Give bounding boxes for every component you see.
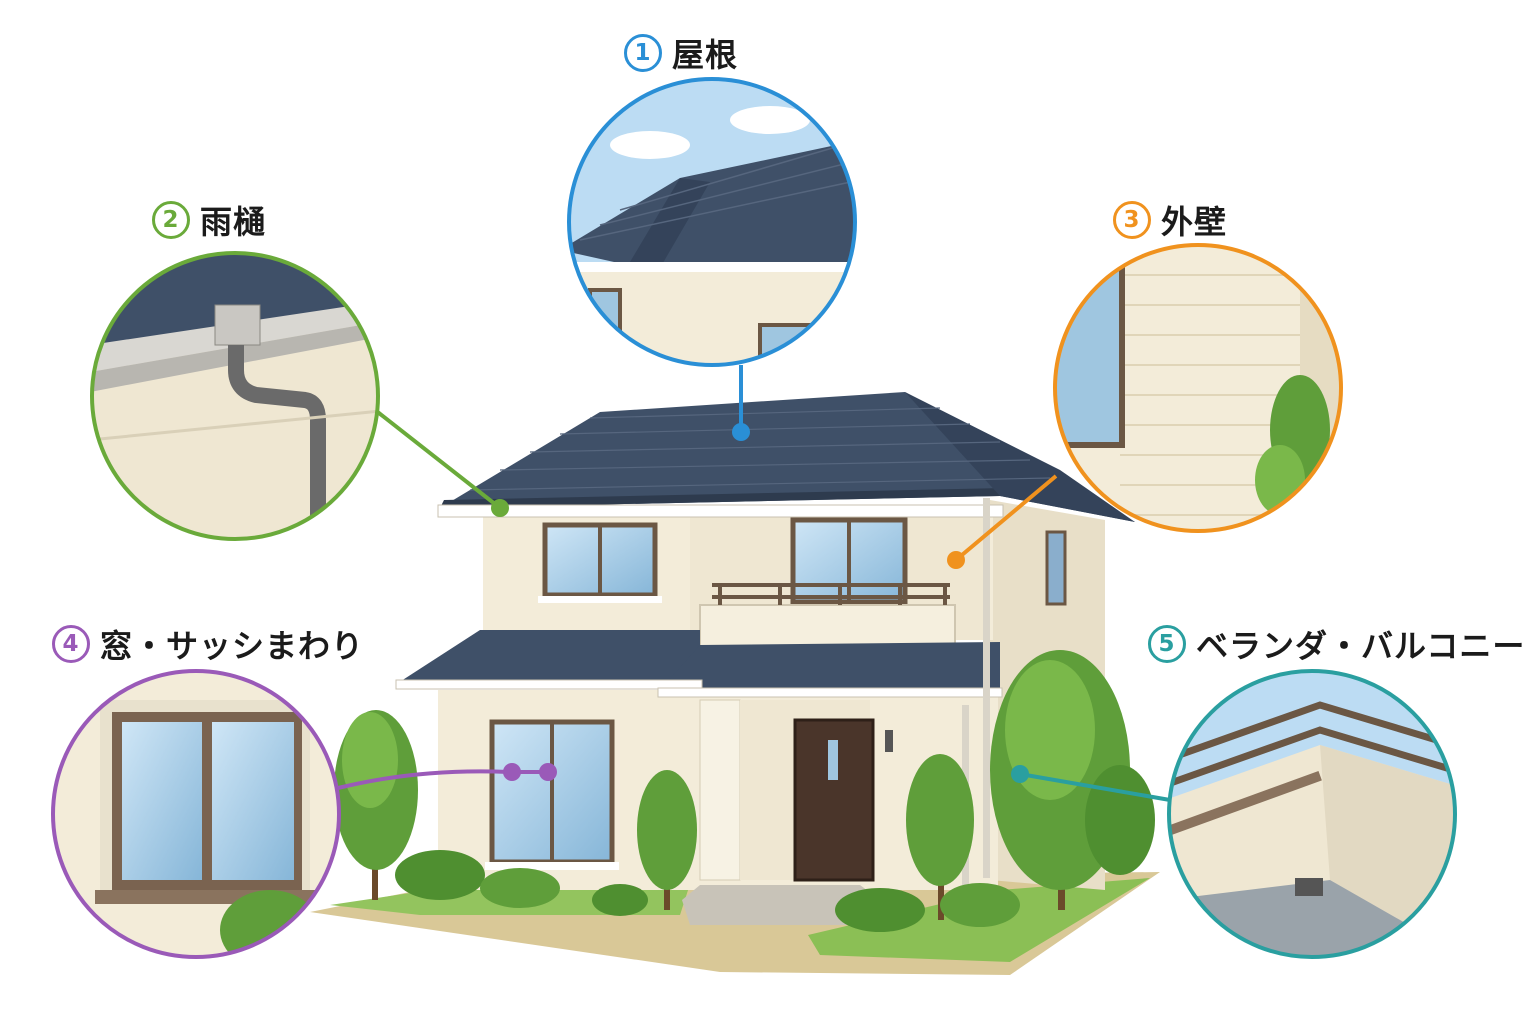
number-badge-3: 3: [1113, 201, 1151, 239]
veranda-zoom: [1167, 669, 1457, 959]
number-badge-2: 2: [152, 201, 190, 239]
label-text-window: 窓・サッシまわり: [100, 627, 365, 665]
number-badge-1: 1: [624, 34, 662, 72]
label-window: 4 窓・サッシまわり: [52, 621, 364, 667]
label-gutter: 2 雨樋: [152, 197, 266, 243]
trees: [334, 650, 1155, 932]
label-text-gutter: 雨樋: [200, 203, 267, 241]
number-badge-5: 5: [1148, 625, 1186, 663]
connectors: [337, 365, 1171, 802]
label-text-wall: 外壁: [1161, 203, 1228, 241]
number-badge-4: 4: [52, 625, 90, 663]
label-roof: 1 屋根: [624, 30, 738, 76]
window-zoom: [51, 669, 341, 959]
label-wall: 3 外壁: [1113, 197, 1227, 243]
roof-zoom: [567, 77, 857, 367]
label-text-roof: 屋根: [672, 36, 739, 74]
label-text-veranda: ベランダ・バルコニー: [1196, 627, 1526, 665]
label-veranda: 5 ベランダ・バルコニー: [1148, 621, 1525, 667]
gutter-zoom: [90, 251, 380, 541]
